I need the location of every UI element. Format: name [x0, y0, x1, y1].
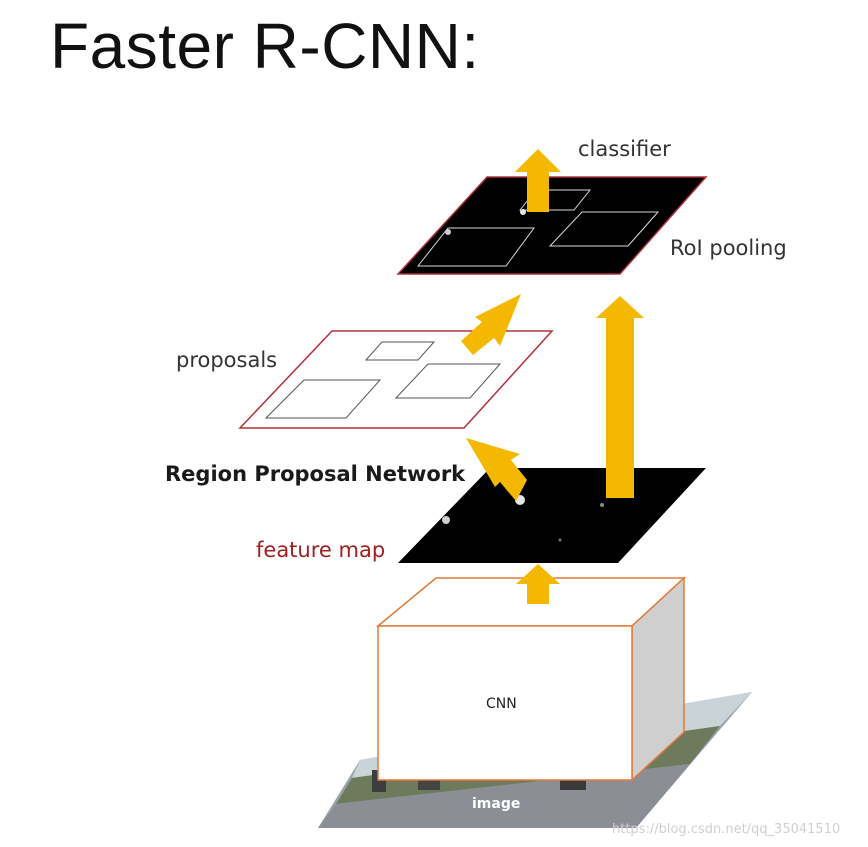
cnn-label: CNN: [486, 696, 517, 712]
rpn-label: Region Proposal Network: [165, 462, 466, 486]
classifier-label: classifier: [578, 137, 671, 161]
arrow-feature-map-to-roi: [596, 296, 644, 498]
feature-map-label: feature map: [256, 538, 386, 562]
proposals-plane: [238, 330, 554, 429]
page-title: Faster R-CNN:: [50, 10, 480, 82]
cnn-box: [375, 576, 686, 782]
arrow-roi-to-classifier: [515, 149, 561, 212]
proposals-label: proposals: [176, 348, 278, 372]
image-label: image: [472, 796, 521, 812]
arrow-proposals-to-roi: [461, 294, 521, 355]
roi-pooling-label: RoI pooling: [670, 236, 787, 260]
roi-pooling-plane: [396, 176, 708, 275]
arrow-feature-map-to-proposals: [466, 438, 527, 501]
arrow-cnn-to-feature-map: [516, 564, 560, 604]
watermark: https://blog.csdn.net/qq_35041510: [612, 822, 841, 837]
